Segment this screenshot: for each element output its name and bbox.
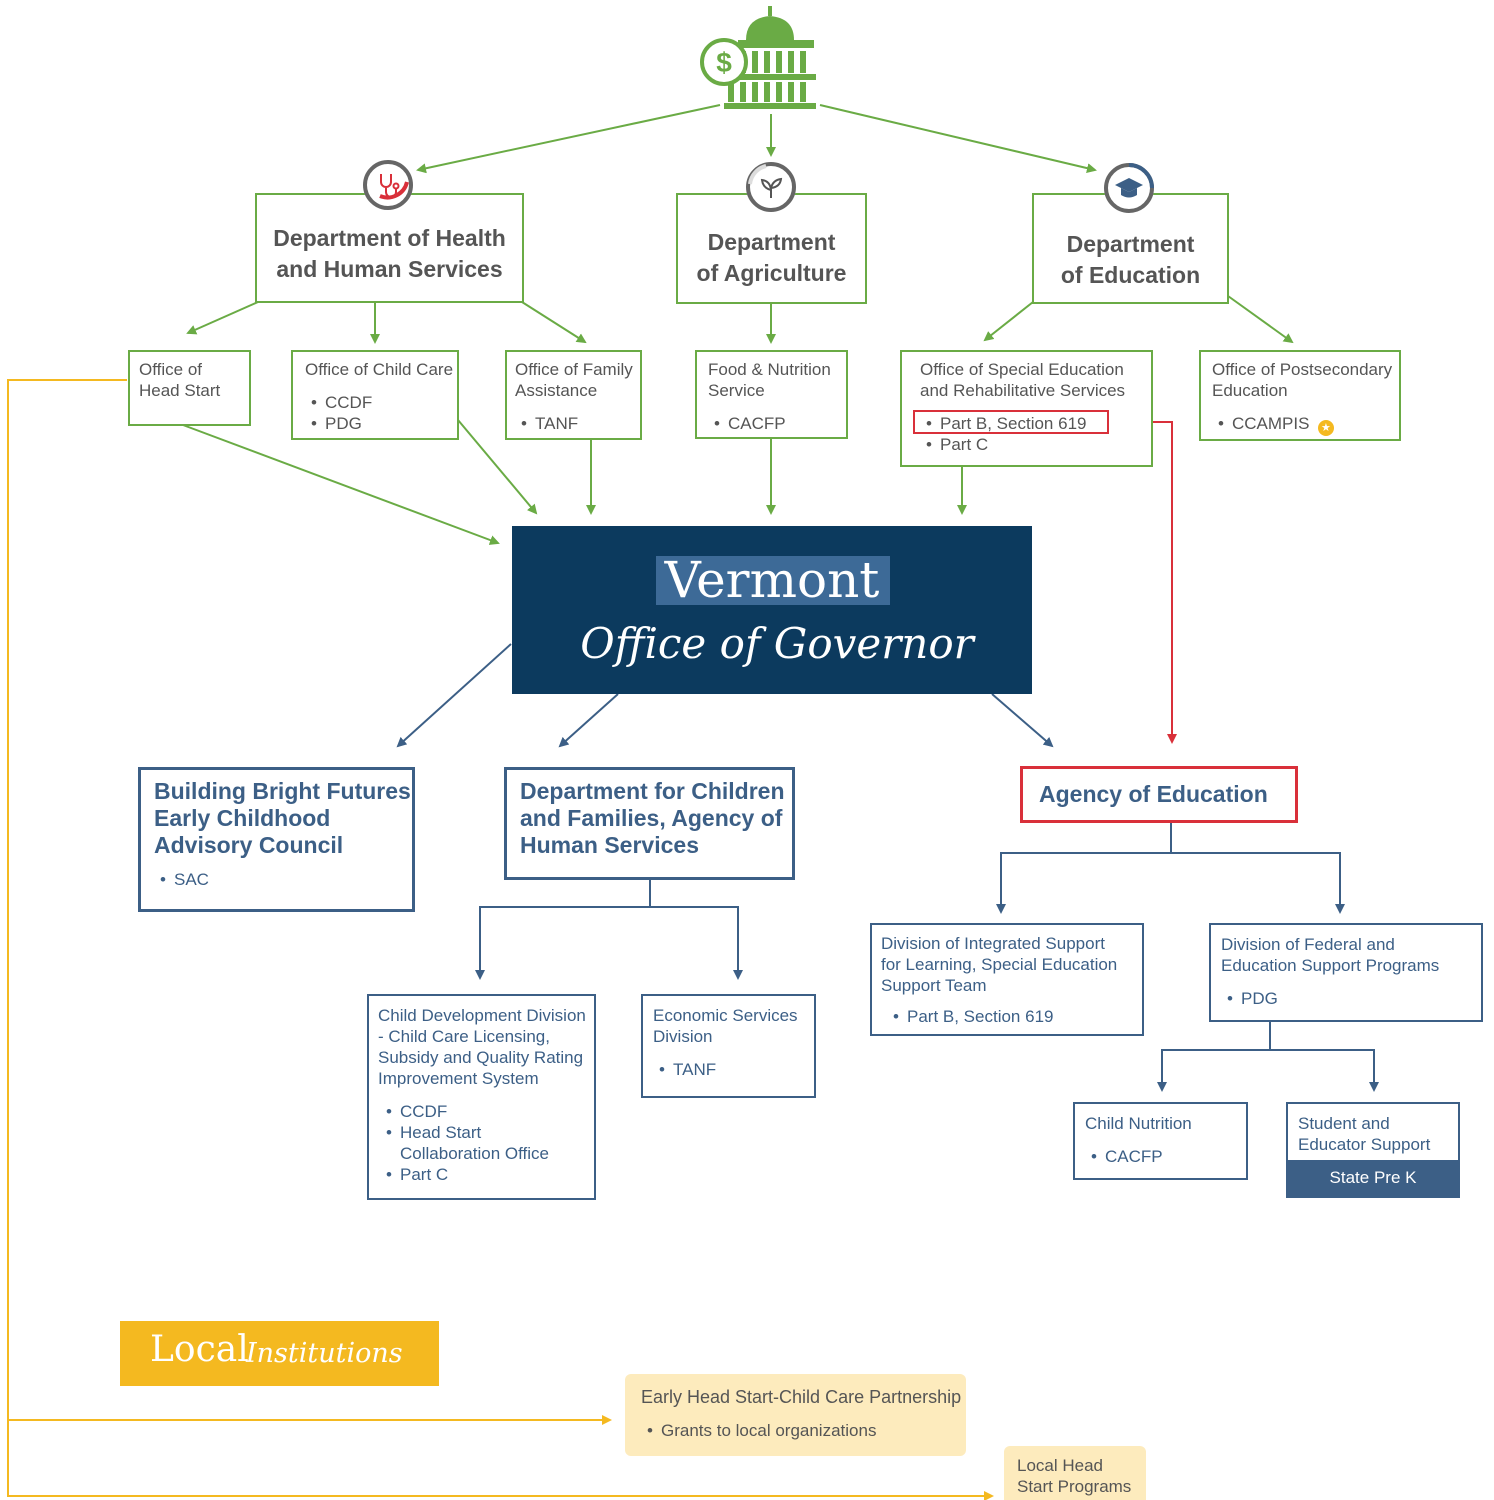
office-postsecondary-label-2: Education: [1212, 381, 1288, 400]
governor-title-highlight: [656, 556, 890, 605]
econ-label-1: Economic Services: [653, 1006, 798, 1025]
food-nutrition-item-cacfp: CACFP: [714, 413, 846, 434]
office-head-start-label-1: Office of: [139, 360, 202, 379]
capitol-dollar-icon: $: [700, 6, 820, 110]
integrated-label-2: for Learning, Special Education: [881, 955, 1118, 974]
bbf-title-1: Building Bright Futures: [154, 778, 411, 804]
office-head-start-label-2: Head Start: [139, 381, 221, 400]
federal-ed-label-1: Division of Federal and: [1221, 935, 1395, 954]
dcf-title-2: and Families, Agency of: [520, 805, 783, 831]
office-postsecondary-item-ccampis: CCAMPIS: [1218, 414, 1309, 433]
office-child-care-item-pdg: PDG: [311, 413, 457, 434]
food-nutrition-label-1: Food & Nutrition: [708, 360, 831, 379]
aoe-title: Agency of Education: [1039, 781, 1268, 807]
local-institutions-banner: Local Institutions: [120, 1321, 439, 1386]
svg-text:$: $: [716, 47, 732, 78]
econ-item-tanf: TANF: [659, 1059, 814, 1080]
student-support-label-2: Educator Support: [1298, 1135, 1431, 1154]
child-dev-label-1: Child Development Division: [378, 1006, 586, 1025]
governor-title-state: Vermont: [664, 551, 880, 609]
dept-education-title-1: Department: [1066, 231, 1195, 257]
bbf-title-3: Advisory Council: [154, 832, 344, 858]
child-dev-division-box: Child Development Division - Child Care …: [367, 994, 596, 1200]
federal-ed-programs-box: Division of Federal and Education Suppor…: [1209, 923, 1483, 1022]
local-banner-word2: Institutions: [246, 1338, 403, 1369]
dept-hhs-box: Department of Health and Human Services: [255, 193, 524, 303]
child-dev-label-3: Subsidy and Quality Rating: [378, 1048, 584, 1067]
office-family-assistance-label-1: Office of Family: [515, 360, 633, 379]
bbf-title-2: Early Childhood: [154, 805, 331, 831]
dept-hhs-title-1: Department of Health: [273, 225, 506, 251]
lhs-label-1: Local Head: [1017, 1456, 1104, 1475]
bbf-box: Building Bright Futures Early Childhood …: [138, 767, 415, 912]
office-child-care-item-ccdf: CCDF: [311, 392, 457, 413]
child-dev-item-ccdf: CCDF: [386, 1101, 594, 1122]
office-postsecondary-box: Office of Postsecondary Education CCAMPI…: [1199, 350, 1401, 441]
office-family-assistance-item-tanf: TANF: [521, 413, 640, 434]
state-pre-k-label: State Pre K: [1286, 1160, 1460, 1198]
integrated-support-box: Division of Integrated Support for Learn…: [870, 923, 1144, 1036]
office-child-care-box: Office of Child Care CCDF PDG: [291, 350, 459, 440]
local-head-start-box: Local Head Start Programs: [1004, 1446, 1146, 1500]
child-nutrition-label: Child Nutrition: [1085, 1114, 1192, 1133]
office-special-ed-item-part-c: Part C: [926, 434, 1151, 455]
local-banner-word1: Local: [150, 1329, 249, 1370]
graduation-cap-icon: [1104, 163, 1154, 213]
child-nutrition-box: Child Nutrition CACFP: [1073, 1102, 1248, 1180]
integrated-label-3: Support Team: [881, 976, 987, 995]
governor-box: [512, 526, 1032, 694]
early-head-start-box: Early Head Start-Child Care Partnership …: [625, 1374, 966, 1456]
food-nutrition-box: Food & Nutrition Service CACFP: [695, 350, 848, 439]
dept-agriculture-title-1: Department: [707, 229, 836, 255]
office-child-care-label: Office of Child Care: [305, 360, 454, 379]
dcf-title-1: Department for Children: [520, 778, 785, 804]
child-dev-label-4: Improvement System: [378, 1069, 539, 1088]
federal-ed-label-2: Education Support Programs: [1221, 956, 1440, 975]
food-nutrition-label-2: Service: [708, 381, 765, 400]
integrated-item-part-b: Part B, Section 619: [893, 1006, 1142, 1027]
lhs-label-2: Start Programs: [1017, 1477, 1132, 1496]
ehs-title: Early Head Start-Child Care Partnership: [641, 1387, 962, 1407]
ehs-item-grants: Grants to local organizations: [647, 1420, 966, 1441]
child-dev-item-part-c: Part C: [386, 1164, 594, 1185]
office-family-assistance-box: Office of Family Assistance TANF: [505, 350, 642, 440]
federal-ed-item-pdg: PDG: [1227, 988, 1481, 1009]
dcf-box: Department for Children and Families, Ag…: [504, 767, 795, 880]
aoe-box: Agency of Education: [1020, 766, 1298, 823]
child-dev-label-2: - Child Care Licensing,: [378, 1027, 550, 1046]
stethoscope-icon: [363, 160, 413, 210]
office-special-ed-label-1: Office of Special Education: [920, 360, 1124, 379]
office-special-ed-label-2: and Rehabilitative Services: [920, 381, 1126, 400]
child-dev-item-head-start-cont: Collaboration Office: [400, 1144, 549, 1163]
sprout-icon: [746, 162, 796, 212]
child-nutrition-item-cacfp: CACFP: [1091, 1146, 1246, 1167]
student-support-label-1: Student and: [1298, 1114, 1390, 1133]
dept-agriculture-title-2: of Agriculture: [696, 260, 847, 286]
dcf-title-3: Human Services: [520, 832, 699, 858]
office-postsecondary-label-1: Office of Postsecondary: [1212, 360, 1393, 379]
econ-label-2: Division: [653, 1027, 713, 1046]
integrated-label-1: Division of Integrated Support: [881, 934, 1105, 953]
office-family-assistance-label-2: Assistance: [515, 381, 598, 400]
office-special-ed-item-part-b: Part B, Section 619: [926, 413, 1151, 434]
student-support-box: Student and Educator Support: [1286, 1102, 1460, 1162]
dept-hhs-title-2: and Human Services: [276, 256, 503, 282]
dept-education-title-2: of Education: [1060, 262, 1201, 288]
governor-title-office: Office of Governor: [580, 619, 974, 668]
child-dev-item-head-start: Head Start: [386, 1122, 594, 1143]
part-b-highlight: [913, 410, 1109, 434]
office-special-ed-box: Office of Special Education and Rehabili…: [900, 350, 1153, 467]
star-badge-icon: ★: [1317, 420, 1334, 436]
bbf-item-sac: SAC: [160, 869, 412, 890]
econ-services-box: Economic Services Division TANF: [641, 994, 816, 1098]
office-head-start-box: Office of Head Start: [128, 350, 251, 426]
